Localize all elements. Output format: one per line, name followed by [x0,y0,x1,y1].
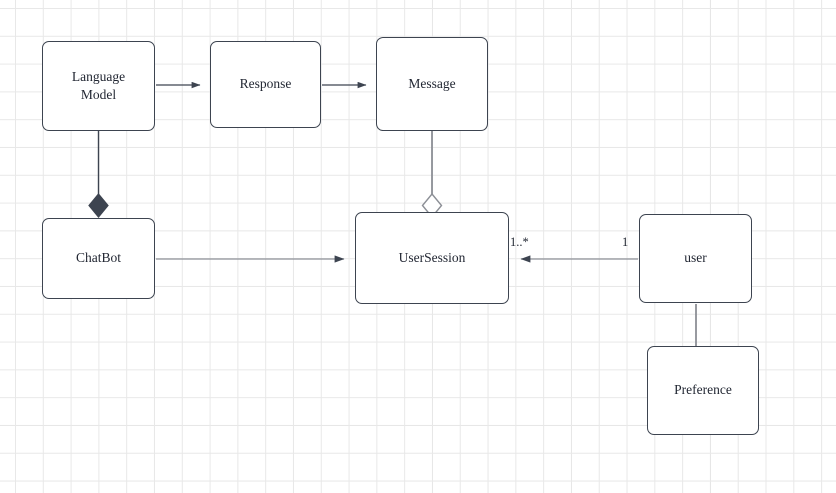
multiplicity-label-usersession: 1..* [510,235,529,249]
filled-diamond-marker [88,193,109,218]
multiplicity-label-user: 1 [622,235,629,249]
node-usersession[interactable]: UserSession [355,212,509,304]
node-preference[interactable]: Preference [647,346,759,435]
node-language-model[interactable]: Language Model [42,41,155,131]
node-preference-label: Preference [674,382,732,398]
node-usersession-label: UserSession [398,249,466,265]
node-chatbot[interactable]: ChatBot [42,218,155,299]
node-message[interactable]: Message [376,37,488,131]
node-language-model-label: Language Model [71,68,126,102]
node-response[interactable]: Response [210,41,321,128]
node-chatbot-label: ChatBot [75,250,121,266]
node-user[interactable]: user [639,214,752,303]
edge-language-model-to-chatbot [88,131,109,218]
node-response-label: Response [239,76,292,92]
edge-message-to-usersession [421,131,443,219]
node-message-label: Message [408,75,456,91]
node-user-label: user [684,250,707,266]
